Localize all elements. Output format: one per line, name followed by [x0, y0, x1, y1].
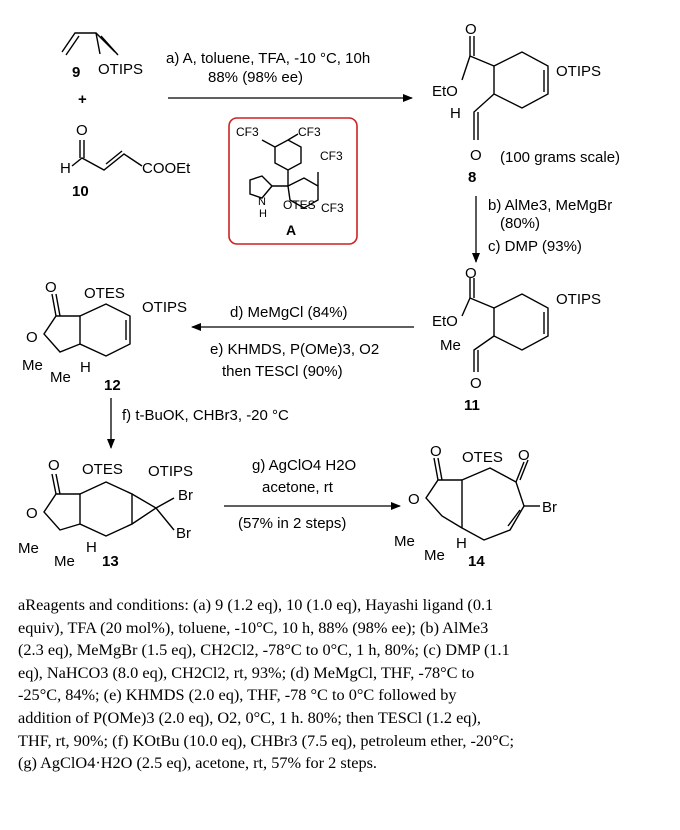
c14-o-carb: O	[430, 443, 442, 460]
cat-h: H	[259, 208, 267, 220]
c8-o-ester: O	[465, 21, 477, 38]
c12-tips: OTIPS	[142, 299, 187, 316]
c10-label: 10	[72, 183, 89, 200]
c11-label: 11	[464, 397, 480, 414]
c14-me1: Me	[394, 533, 415, 550]
footnote-line-4: eq), NaHCO3 (8.0 eq), CH2Cl2, rt, 93%; (…	[18, 662, 475, 682]
footnote-line-2: equiv), TFA (20 mol%), toluene, -10°C, 1…	[18, 617, 489, 637]
step-e-line2: then TESCl (90%)	[222, 363, 343, 380]
compound-11: OTIPS O EtO Me O 11	[432, 265, 601, 414]
c13-o-carb: O	[48, 457, 60, 474]
footnote-line-6: addition of P(OMe)3 (2.0 eq), O2, 0°C, 1…	[18, 707, 481, 727]
c12-label: 12	[104, 377, 121, 394]
c11-o-ket: O	[470, 375, 482, 392]
c13-me1: Me	[18, 540, 39, 557]
c10-ald-h: H	[60, 160, 71, 177]
cat-cf3-3: CF3	[320, 149, 343, 163]
compound-8: OTIPS O EtO H O (100 grams scale) 8	[432, 21, 620, 186]
c9-label: 9	[72, 64, 80, 81]
c12-o-carb: O	[45, 279, 57, 296]
footnote-line-1: aReagents and conditions: (a) 9 (1.2 eq)…	[18, 595, 494, 614]
compound-13: OTES OTIPS Br Br O O Me Me H 13	[18, 457, 193, 570]
c13-h: H	[86, 539, 97, 556]
c13-br1: Br	[178, 487, 193, 504]
c14-otes: OTES	[462, 449, 503, 466]
step-b-line1: b) AlMe3, MeMgBr	[488, 197, 612, 214]
step-g-line2: acetone, rt	[262, 479, 334, 496]
step-a-line1: a) A, toluene, TFA, -10 °C, 10h	[166, 50, 370, 67]
step-f-line1: f) t-BuOK, CHBr3, -20 °C	[122, 407, 289, 424]
c13-label: 13	[102, 553, 119, 570]
c13-otes: OTES	[82, 461, 123, 478]
c11-ester: EtO	[432, 313, 458, 330]
c13-tips: OTIPS	[148, 463, 193, 480]
conditions-footnote: aReagents and conditions: (a) 9 (1.2 eq)…	[18, 594, 663, 775]
step-d-line1: d) MeMgCl (84%)	[230, 304, 348, 321]
footnote-line-7: THF, rt, 90%; (f) KOtBu (10.0 eq), CHBr3…	[18, 730, 515, 750]
c14-label: 14	[468, 553, 485, 570]
cat-cf3-2: CF3	[298, 125, 321, 139]
step-c-line1: c) DMP (93%)	[488, 238, 582, 255]
c14-br: Br	[542, 499, 557, 516]
catalyst-box	[228, 117, 358, 245]
footnote-line-3: (2.3 eq), MeMgBr (1.5 eq), CH2Cl2, -78°C…	[18, 640, 510, 660]
c12-me1: Me	[22, 357, 43, 374]
c12-o-ring: O	[26, 329, 38, 346]
catalyst-a: CF3 CF3 CF3 CF3 N H OTES A	[228, 117, 358, 245]
c13-me2: Me	[54, 553, 75, 570]
c13-o-ring: O	[26, 505, 38, 522]
c14-me2: Me	[424, 547, 445, 564]
c12-me2: Me	[50, 369, 71, 386]
c8-label: 8	[468, 169, 476, 186]
c13-br2: Br	[176, 525, 191, 542]
cat-cf3-1: CF3	[236, 125, 259, 139]
c10-ester: COOEt	[142, 160, 191, 177]
c11-o-ester: O	[465, 265, 477, 282]
compound-12: OTIPS OTES O O Me Me H 12	[22, 279, 187, 394]
footnote-line-8: (g) AgClO4·H2O (2.5 eq), acetone, rt, 57…	[18, 753, 378, 773]
c11-tips: OTIPS	[556, 291, 601, 308]
cat-cf3-4: CF3	[321, 201, 344, 215]
compound-10: O H COOEt 10	[60, 122, 191, 200]
cat-otes: OTES	[283, 198, 316, 212]
c8-ester: EtO	[432, 83, 458, 100]
plus-sign: +	[78, 91, 87, 108]
step-e-line1: e) KHMDS, P(OMe)3, O2	[210, 341, 379, 358]
c8-o-ald: O	[470, 147, 482, 164]
cat-n: N	[258, 196, 266, 208]
c14-h: H	[456, 535, 467, 552]
c14-o-ket: O	[518, 447, 530, 464]
c11-me: Me	[440, 337, 461, 354]
step-b-line2: (80%)	[500, 215, 540, 232]
cat-label: A	[286, 222, 296, 238]
c8-tips: OTIPS	[556, 63, 601, 80]
step-g-line3: (57% in 2 steps)	[238, 515, 346, 532]
c9-group: OTIPS	[98, 61, 143, 78]
c8-scale: (100 grams scale)	[500, 149, 620, 166]
c12-otes: OTES	[84, 285, 125, 302]
c12-h: H	[80, 359, 91, 376]
c8-h: H	[450, 105, 461, 122]
c14-o-ring: O	[408, 491, 420, 508]
step-g-line1: g) AgClO4 H2O	[252, 457, 356, 474]
step-a-line2: 88% (98% ee)	[208, 69, 303, 86]
reaction-scheme: OTIPS 9 + O H COOEt 10 a) A, toluene, TF…	[18, 21, 620, 570]
c10-ald-o: O	[76, 122, 88, 139]
compound-9: OTIPS 9 +	[61, 32, 143, 108]
footnote-line-5: -25°C, 84%; (e) KHMDS (2.0 eq), THF, -78…	[18, 685, 457, 705]
compound-14: O Br OTES O O Me Me H 14	[394, 443, 557, 570]
